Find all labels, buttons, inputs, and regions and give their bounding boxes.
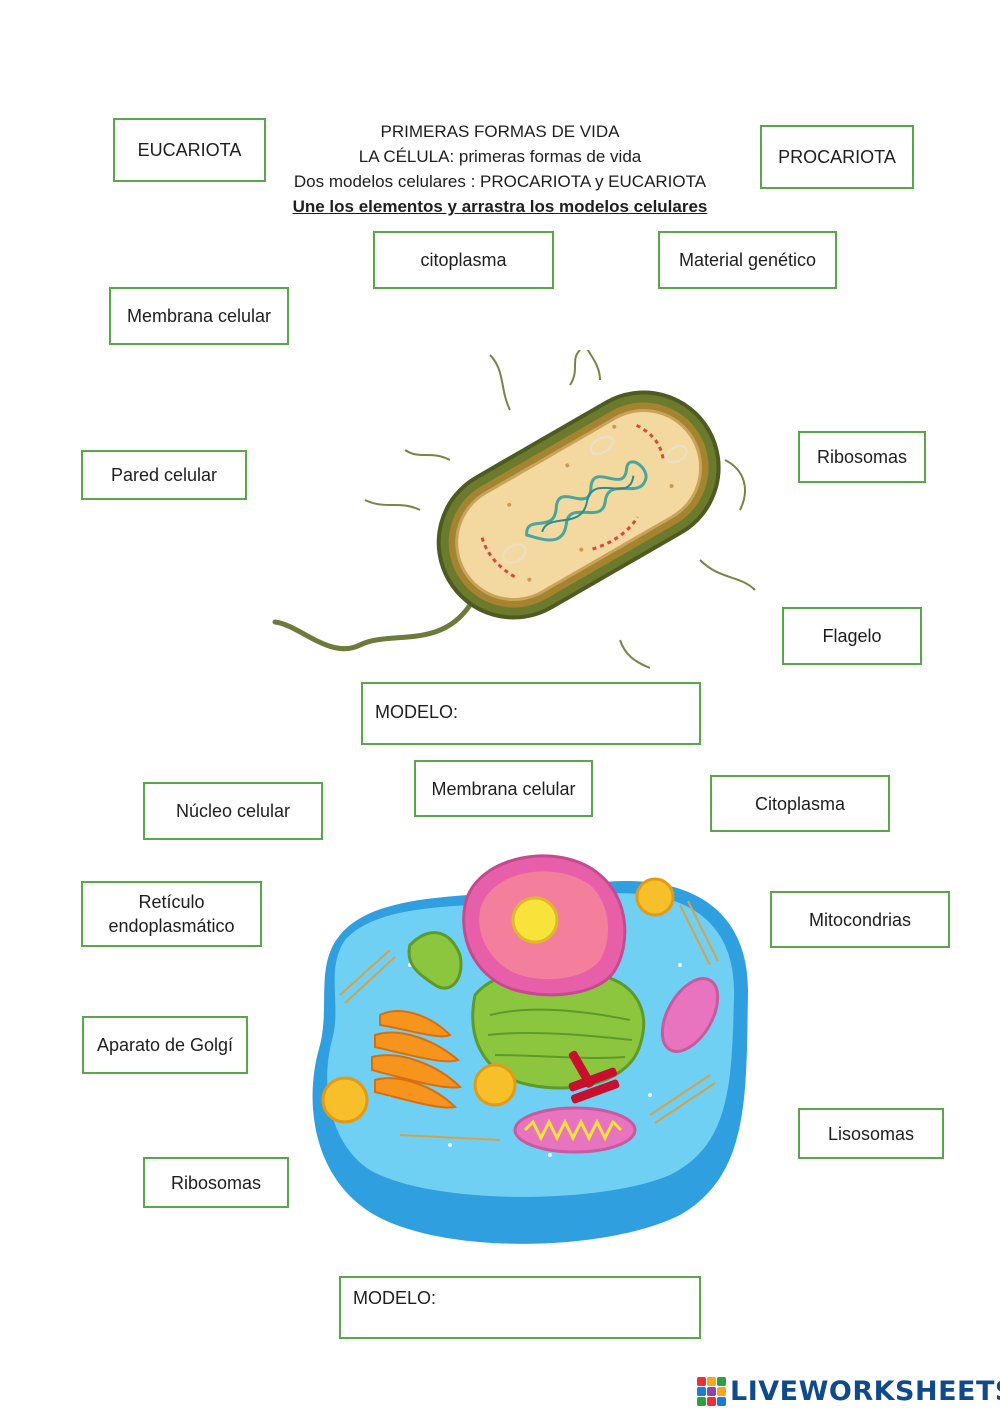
label-mitocondrias[interactable]: Mitocondrias <box>770 891 950 948</box>
label-ribosomas-eukaryote[interactable]: Ribosomas <box>143 1157 289 1208</box>
label-reticulo-endoplasmatico[interactable]: Retículo endoplasmático <box>81 881 262 947</box>
label-pared-celular[interactable]: Pared celular <box>81 450 247 500</box>
prokaryote-cell-illustration <box>272 350 756 669</box>
model-drop-zone-2[interactable]: MODELO: <box>339 1276 701 1339</box>
reticulo-line-2: endoplasmático <box>108 916 235 936</box>
header-title: PRIMERAS FORMAS DE VIDA <box>380 122 620 141</box>
label-citoplasma-prokaryote[interactable]: citoplasma <box>373 231 554 289</box>
label-material-genetico[interactable]: Material genético <box>658 231 837 289</box>
label-membrana-prokaryote[interactable]: Membrana celular <box>109 287 289 345</box>
eukaryote-cell-illustration <box>312 854 749 1244</box>
header-subtitle: LA CÉLULA: primeras formas de vida <box>358 147 642 166</box>
label-membrana-eukaryote[interactable]: Membrana celular <box>414 760 593 817</box>
model-drop-zone-1[interactable]: MODELO: <box>361 682 701 745</box>
header-models-line: Dos modelos celulares : PROCARIOTA y EUC… <box>293 172 707 191</box>
liveworksheets-logo-text: LIVEWORKSHEETS <box>730 1376 1000 1407</box>
label-aparato-golgi[interactable]: Aparato de Golgí <box>82 1016 248 1074</box>
label-flagelo[interactable]: Flagelo <box>782 607 922 665</box>
drag-eucariota[interactable]: EUCARIOTA <box>113 118 266 182</box>
header-instruction: Une los elementos y arrastra los modelos… <box>292 197 708 216</box>
liveworksheets-logo-icon <box>697 1377 726 1406</box>
drag-procariota[interactable]: PROCARIOTA <box>760 125 914 189</box>
reticulo-line-1: Retículo <box>138 892 205 912</box>
model-slot-2-label: MODELO: <box>353 1288 437 1308</box>
label-nucleo-celular[interactable]: Núcleo celular <box>143 782 323 840</box>
label-citoplasma-eukaryote[interactable]: Citoplasma <box>710 775 890 832</box>
liveworksheets-logo: LIVEWORKSHEETS <box>697 1376 1000 1407</box>
worksheet-header: PRIMERAS FORMAS DE VIDA LA CÉLULA: prime… <box>240 119 760 219</box>
label-ribosomas-prokaryote[interactable]: Ribosomas <box>798 431 926 483</box>
model-slot-1-label: MODELO: <box>375 702 459 722</box>
label-lisosomas[interactable]: Lisosomas <box>798 1108 944 1159</box>
